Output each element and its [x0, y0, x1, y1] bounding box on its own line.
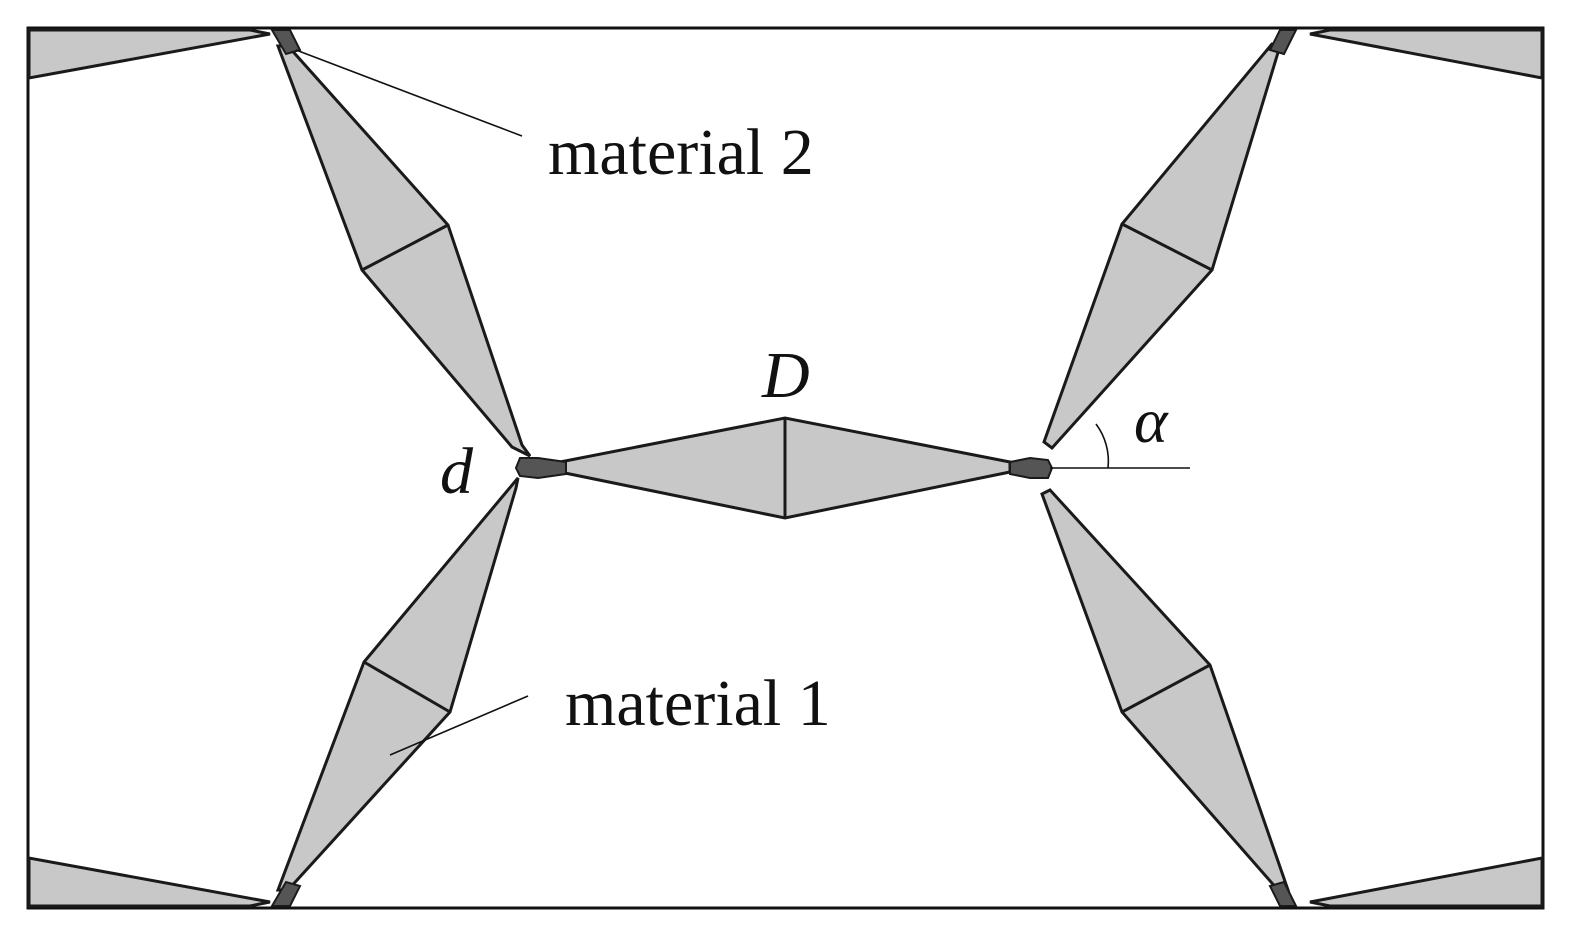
- strut-right-upper-divider: [1121, 222, 1213, 272]
- top-left-wall: [27, 28, 271, 80]
- material-1-label: material 1: [565, 667, 831, 740]
- strut-left-lower-divider: [363, 660, 451, 714]
- diameter-d-label: d: [440, 435, 474, 508]
- joint-top-left: [270, 29, 302, 56]
- strut-right-lower-divider: [1121, 663, 1211, 714]
- strut-left-upper: [275, 44, 532, 458]
- bottom-right-wall: [1309, 856, 1544, 908]
- joint-right: [1009, 456, 1054, 479]
- diameter-D-label: D: [761, 339, 810, 412]
- joint-bottom-right: [1268, 880, 1298, 907]
- alpha-arc: [1095, 423, 1110, 469]
- bottom-left-wall: [27, 856, 271, 908]
- joint-bottom-left: [270, 880, 302, 907]
- material-1-leader: [389, 695, 529, 756]
- joint-left: [514, 457, 567, 480]
- joint-top-right: [1268, 29, 1298, 56]
- angle-alpha-label: α: [1134, 385, 1169, 456]
- material-2-label: material 2: [548, 116, 814, 189]
- material-2-leader: [295, 49, 523, 137]
- strut-left-upper-divider: [361, 223, 449, 272]
- top-right-wall: [1309, 28, 1544, 80]
